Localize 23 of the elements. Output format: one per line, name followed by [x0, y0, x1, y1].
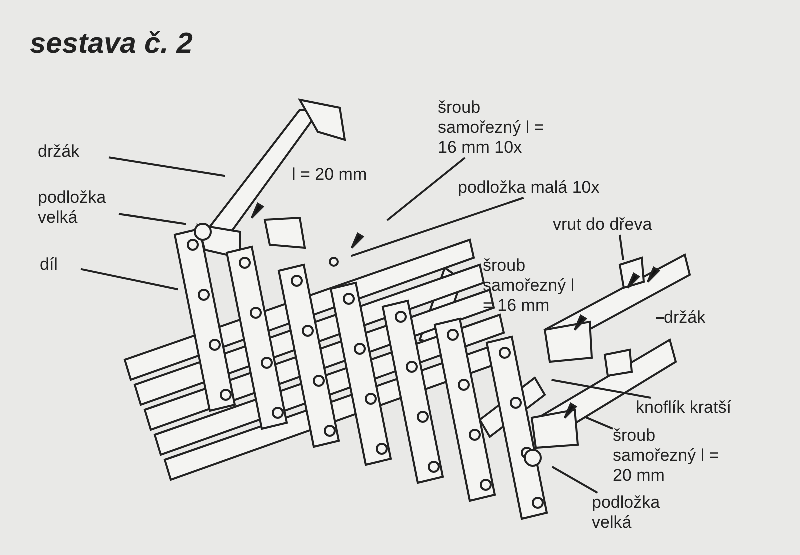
leader-line — [552, 466, 598, 494]
callout-text: šroub samořezný l = 16 mm 10x — [438, 98, 567, 158]
callout-text: šroub samořezný l = 20 mm — [613, 426, 742, 486]
leader-line — [656, 317, 664, 319]
leader-line — [552, 379, 652, 399]
title: sestava č. 2 — [30, 28, 193, 61]
dimension-text: l = 20 mm — [292, 165, 368, 185]
leader-line — [386, 157, 466, 222]
leader-line — [118, 213, 186, 226]
callout-text: podložka velká — [592, 493, 673, 533]
callout-text: podložka velká — [38, 188, 119, 228]
leader-line — [80, 268, 178, 291]
leader-line — [618, 234, 624, 260]
dimension-text: šroub samořezný l = 16 mm — [483, 256, 576, 316]
callout-text: díl — [40, 255, 81, 275]
callout-text: držák — [664, 308, 725, 328]
leader-line — [586, 416, 614, 430]
leader-line — [108, 156, 226, 178]
callout-text: podložka malá 10x — [458, 178, 649, 198]
callout-text: knoflík kratší — [636, 398, 777, 418]
callout-text: vrut do dřeva — [553, 215, 684, 235]
leader-line — [351, 197, 524, 258]
callout-text: držák — [38, 142, 109, 162]
